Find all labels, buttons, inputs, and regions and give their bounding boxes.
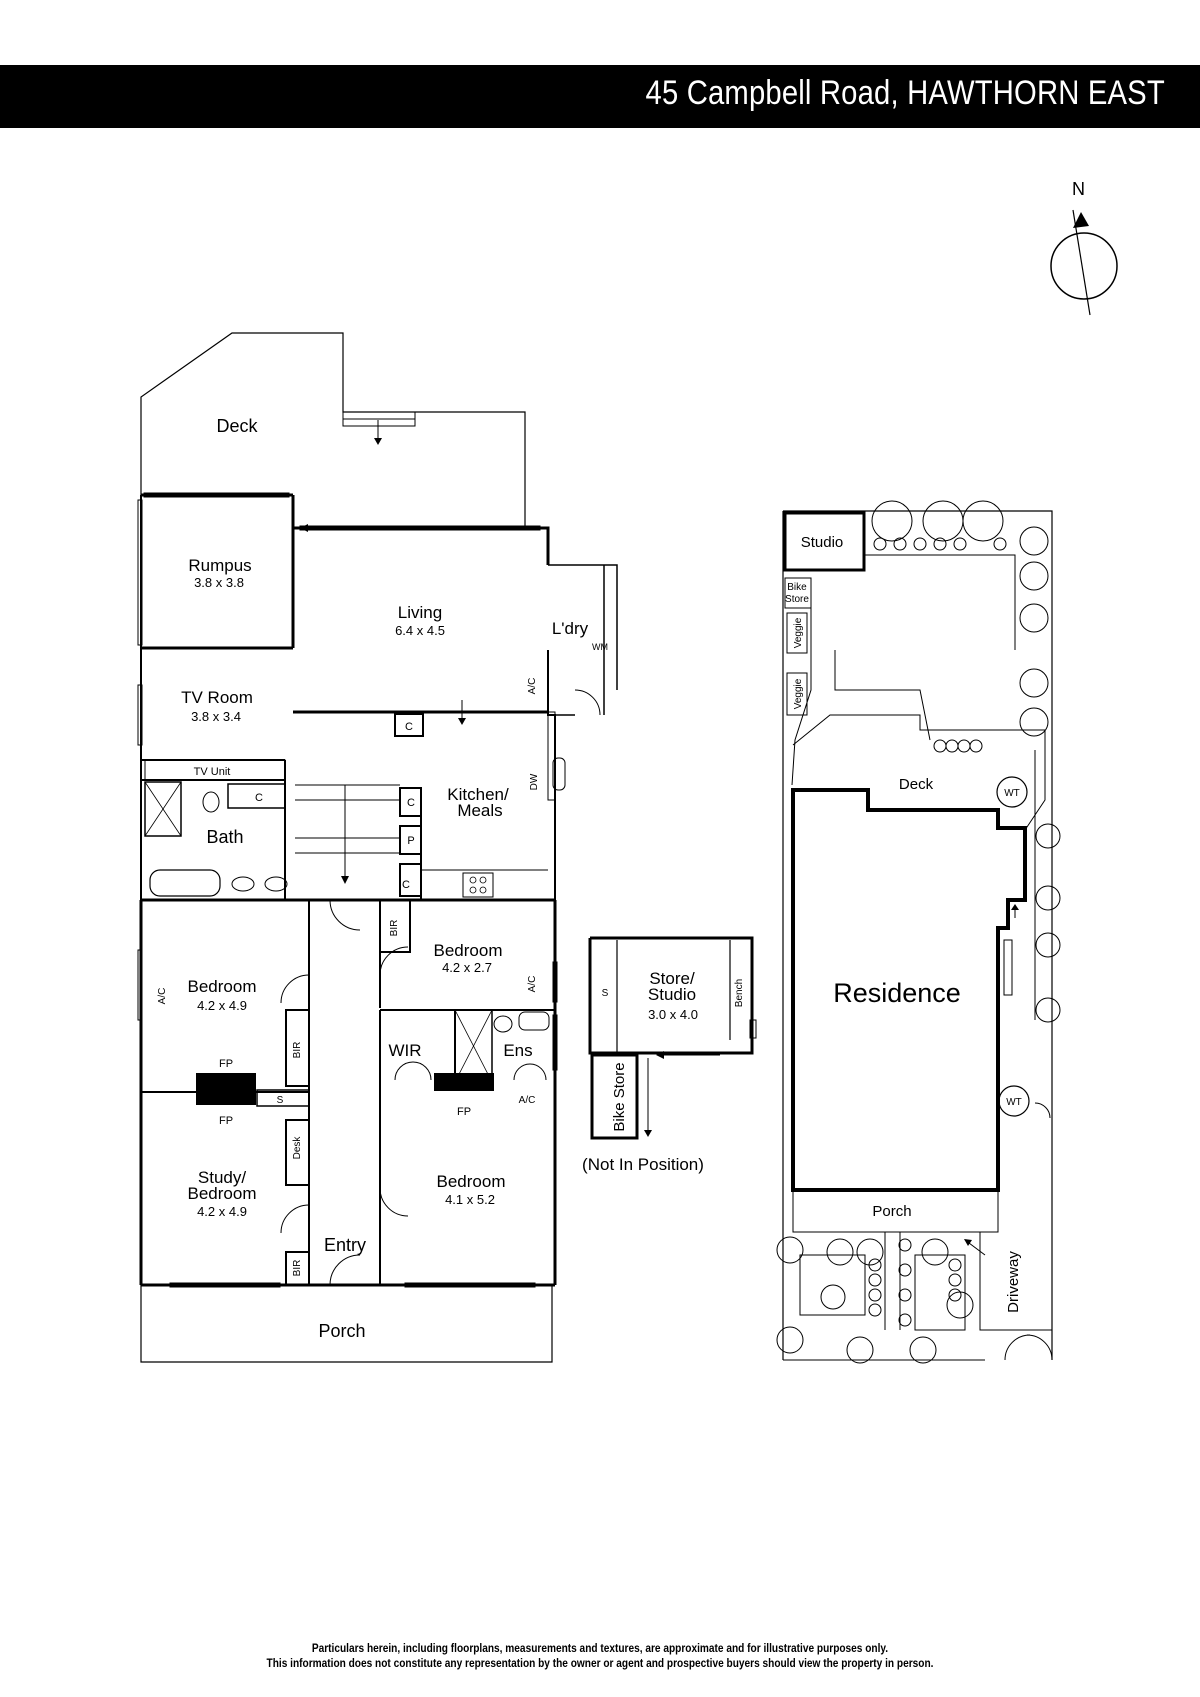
store-label-line2: Studio (648, 985, 696, 1004)
laundry-label: L'dry (552, 619, 589, 638)
veggie-label-2: Veggie (793, 678, 804, 709)
bedroom-left-label: Bedroom (188, 977, 257, 996)
ac-ensuite-label: A/C (519, 1095, 536, 1106)
store-shelf-label: S (602, 988, 609, 999)
bedroom-front-right-size: 4.2 x 2.7 (442, 960, 492, 975)
bedroom-left-size: 4.2 x 4.9 (197, 998, 247, 1013)
house-labels: Deck Rumpus 3.8 x 3.8 Living 6.4 x 4.5 L… (157, 416, 608, 1341)
water-tank-label-2: WT (1006, 1097, 1022, 1108)
north-compass-icon: N (1050, 179, 1118, 316)
bedroom-main-label: Bedroom (437, 1172, 506, 1191)
bedroom-front-right-label: Bedroom (434, 941, 503, 960)
fireplace-label-bottom: FP (219, 1115, 233, 1127)
bir-label-bed1: BIR (292, 1042, 303, 1059)
site-deck-label: Deck (899, 776, 934, 793)
kitchen-cupboard-label-2: C (402, 879, 410, 891)
kitchen-label-line2: Meals (457, 801, 502, 820)
site-studio-label: Studio (801, 534, 844, 551)
north-label: N (1072, 179, 1085, 199)
tv-room-label: TV Room (181, 688, 253, 707)
not-in-position-note: (Not In Position) (582, 1155, 704, 1174)
store-label-line1: Store/ (649, 969, 695, 988)
disclaimer-line-1: Particulars herein, including floorplans… (311, 1643, 889, 1655)
tree-icon (776, 500, 1061, 1364)
bir-label-study: BIR (292, 1260, 303, 1277)
desk-label: Desk (292, 1136, 303, 1160)
wir-label: WIR (388, 1041, 421, 1060)
water-tank-label-1: WT (1004, 788, 1020, 799)
rumpus-label: Rumpus (188, 556, 251, 575)
store-studio-plan (588, 936, 757, 1140)
site-plan (776, 500, 1061, 1364)
site-labels: Studio Bike Store Veggie Veggie Deck WT … (785, 534, 1022, 1313)
rumpus-size: 3.8 x 3.8 (194, 575, 244, 590)
bedroom-main-size: 4.1 x 5.2 (445, 1192, 495, 1207)
store-size: 3.0 x 4.0 (648, 1007, 698, 1022)
study-size: 4.2 x 4.9 (197, 1204, 247, 1219)
fireplace-label-main: FP (457, 1106, 471, 1118)
veggie-label-1: Veggie (793, 617, 804, 648)
bike-store-line2: Store (785, 594, 809, 605)
residence-label: Residence (833, 978, 961, 1008)
tv-unit-label: TV Unit (194, 766, 231, 778)
ensuite-label: Ens (503, 1041, 532, 1060)
ac-bed2-label: A/C (527, 976, 538, 993)
bike-store-line1: Bike (787, 582, 807, 593)
entry-label: Entry (324, 1235, 366, 1255)
study-label-line2: Bedroom (188, 1184, 257, 1203)
header-bar: 45 Campbell Road, HAWTHORN EAST (0, 65, 1200, 128)
bir-label-top: BIR (389, 920, 400, 937)
bench-label: Bench (734, 979, 745, 1007)
living-label: Living (398, 603, 442, 622)
store-labels: Store/ Studio 3.0 x 4.0 S Bench Bike Sto… (582, 969, 745, 1174)
bike-store-label: Bike Store (611, 1062, 628, 1131)
kitchen-label-line1: Kitchen/ (447, 785, 509, 804)
bath-label: Bath (206, 827, 243, 847)
house-plan (137, 332, 618, 1363)
fireplace-label-top: FP (219, 1058, 233, 1070)
tv-room-size: 3.8 x 3.4 (191, 709, 241, 724)
ac-bed1-label: A/C (157, 988, 168, 1005)
study-label-line1: Study/ (198, 1168, 246, 1187)
kitchen-cupboard-label-1: C (407, 797, 415, 809)
disclaimer-line-2: This information does not constitute any… (266, 1658, 934, 1670)
bath-cupboard-label: C (255, 792, 263, 804)
site-porch-label: Porch (872, 1203, 911, 1220)
ac-living-label: A/C (527, 678, 538, 695)
dishwasher-label: DW (529, 773, 540, 790)
pantry-label: P (407, 835, 414, 847)
shelf-label: S (277, 1095, 284, 1106)
living-size: 6.4 x 4.5 (395, 623, 445, 638)
property-address: 45 Campbell Road, HAWTHORN EAST (645, 74, 1165, 112)
driveway-label: Driveway (1005, 1251, 1022, 1313)
deck-label: Deck (216, 416, 258, 436)
cupboard-label: C (405, 721, 413, 733)
porch-label: Porch (318, 1321, 365, 1341)
washing-machine-label: WM (592, 642, 608, 652)
